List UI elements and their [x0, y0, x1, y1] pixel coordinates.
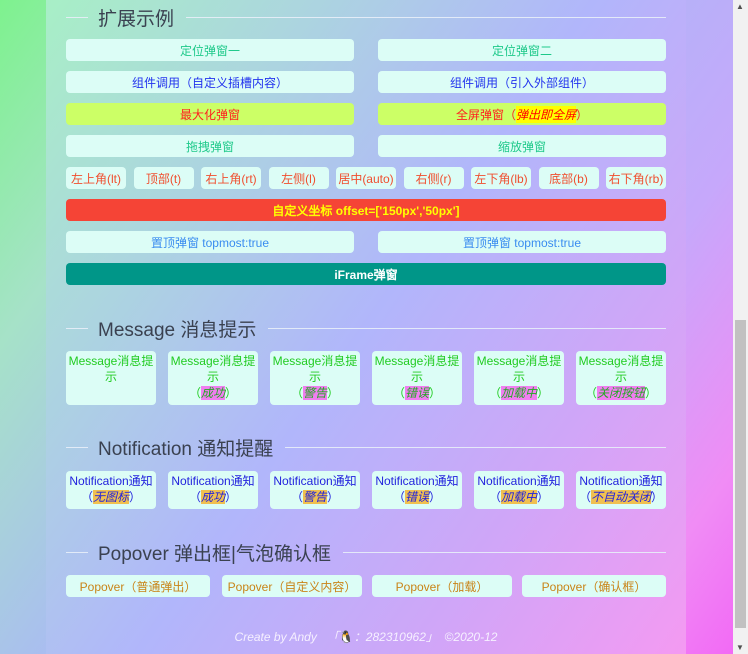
position-button[interactable]: 左下角(lb) — [471, 167, 531, 189]
message-card-button[interactable]: Message消息提示（成功） — [168, 351, 258, 405]
component-slot-button[interactable]: 组件调用（自定义插槽内容） — [66, 71, 354, 93]
message-card-button[interactable]: Message消息提示 — [66, 351, 156, 405]
message-card-button[interactable]: Message消息提示（错误） — [372, 351, 462, 405]
message-label: Message消息提示 — [578, 354, 664, 384]
position-popup-1-button[interactable]: 定位弹窗一 — [66, 39, 354, 61]
notification-label: Notification通知 — [375, 474, 459, 488]
footer-qq: 282310962 — [365, 630, 426, 644]
component-external-button[interactable]: 组件调用（引入外部组件） — [378, 71, 666, 93]
section-title-notification: Notification 通知提醒 — [66, 436, 666, 460]
notification-label: Notification通知 — [273, 474, 357, 488]
position-popup-2-button[interactable]: 定位弹窗二 — [378, 39, 666, 61]
notification-tag: 错误 — [404, 490, 429, 504]
page-content: 扩展示例 定位弹窗一 定位弹窗二 组件调用（自定义插槽内容） 组件调用（引入外部… — [46, 0, 686, 654]
message-tag: 加载中 — [500, 386, 537, 400]
section-title-text: Notification 通知提醒 — [98, 438, 274, 460]
message-label: Message消息提示 — [272, 354, 358, 384]
section-title-message: Message 消息提示 — [66, 317, 666, 341]
iframe-popup-button[interactable]: iFrame弹窗 — [66, 263, 666, 285]
message-tag: 成功 — [200, 386, 225, 400]
section-title-text: Message 消息提示 — [98, 319, 257, 341]
position-button[interactable]: 右上角(rt) — [201, 167, 261, 189]
message-tag: 关闭按钮 — [596, 386, 645, 400]
position-button[interactable]: 左上角(lt) — [66, 167, 126, 189]
position-button[interactable]: 右下角(rb) — [606, 167, 666, 189]
label-em: 弹出即全屏 — [515, 105, 576, 123]
notification-card-button[interactable]: Notification通知（无图标） — [66, 471, 156, 509]
footer-copyright: ©2020-12 — [444, 630, 498, 644]
notification-card-button[interactable]: Notification通知（不自动关闭） — [576, 471, 666, 509]
message-card-button[interactable]: Message消息提示（警告） — [270, 351, 360, 405]
footer: Create by Andy 「🐧：282310962」 ©2020-12 — [234, 630, 498, 644]
topmost-popup-2-button[interactable]: 置顶弹窗 topmost:true — [378, 231, 666, 253]
notification-label: Notification通知 — [477, 474, 561, 488]
message-label: Message消息提示 — [68, 354, 154, 384]
notification-label: Notification通知 — [69, 474, 153, 488]
notification-card-button[interactable]: Notification通知（错误） — [372, 471, 462, 509]
position-button[interactable]: 顶部(t) — [133, 167, 194, 189]
section-title-extend: 扩展示例 — [66, 6, 666, 30]
section-title-text: 扩展示例 — [98, 8, 175, 30]
popover-button[interactable]: Popover（加载） — [372, 575, 512, 597]
notification-tag: 警告 — [302, 490, 327, 504]
drag-popup-button[interactable]: 拖拽弹窗 — [66, 135, 354, 157]
fullscreen-popup-button[interactable]: 全屏弹窗（弹出即全屏） — [378, 103, 666, 125]
section-title-popover: Popover 弹出框|气泡确认框 — [66, 541, 666, 565]
message-tag: 错误 — [404, 386, 429, 400]
message-card-button[interactable]: Message消息提示（加载中） — [474, 351, 564, 405]
notification-tag: 加载中 — [500, 490, 537, 504]
section-title-text: Popover 弹出框|气泡确认框 — [98, 543, 331, 565]
scrollbar-thumb[interactable] — [735, 320, 746, 628]
custom-offset-button[interactable]: 自定义坐标 offset=['150px','50px'] — [66, 199, 666, 221]
maximize-popup-button[interactable]: 最大化弹窗 — [66, 103, 354, 125]
notification-label: Notification通知 — [579, 474, 663, 488]
topmost-popup-1-button[interactable]: 置顶弹窗 topmost:true — [66, 231, 354, 253]
notification-card-button[interactable]: Notification通知（成功） — [168, 471, 258, 509]
notification-label: Notification通知 — [171, 474, 255, 488]
scroll-down-icon[interactable]: ▼ — [736, 643, 744, 652]
position-button[interactable]: 右侧(r) — [403, 167, 464, 189]
popover-button[interactable]: Popover（确认框） — [522, 575, 666, 597]
position-button[interactable]: 左侧(l) — [268, 167, 329, 189]
scrollbar[interactable]: ▲ ▼ — [733, 0, 748, 654]
message-card-button[interactable]: Message消息提示（关闭按钮） — [576, 351, 666, 405]
popover-button[interactable]: Popover（自定义内容） — [222, 575, 362, 597]
label: 全屏弹窗（ — [455, 107, 516, 122]
message-label: Message消息提示 — [374, 354, 460, 384]
position-button[interactable]: 居中(auto) — [336, 167, 396, 189]
popover-button[interactable]: Popover（普通弹出） — [66, 575, 210, 597]
notification-tag: 不自动关闭 — [590, 490, 651, 504]
scroll-up-icon[interactable]: ▲ — [736, 2, 744, 11]
notification-card-button[interactable]: Notification通知（警告） — [270, 471, 360, 509]
notification-card-button[interactable]: Notification通知（加载中） — [474, 471, 564, 509]
penguin-icon: 🐧 — [338, 630, 354, 644]
message-label: Message消息提示 — [476, 354, 562, 384]
notification-tag: 无图标 — [92, 490, 129, 504]
position-button[interactable]: 底部(b) — [538, 167, 599, 189]
label-suffix: ） — [576, 107, 589, 122]
footer-create: Create by Andy — [234, 630, 317, 644]
resize-popup-button[interactable]: 缩放弹窗 — [378, 135, 666, 157]
message-label: Message消息提示 — [170, 354, 256, 384]
notification-tag: 成功 — [200, 490, 225, 504]
message-tag: 警告 — [302, 386, 327, 400]
